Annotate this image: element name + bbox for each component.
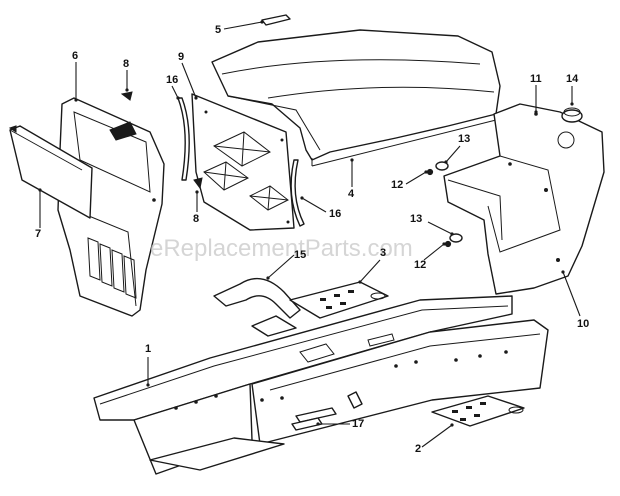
- callout-label: 2: [415, 443, 421, 455]
- part-12-nuts: [426, 168, 452, 248]
- callout-label: 13: [458, 133, 470, 145]
- callout-leader-tip: [444, 160, 448, 164]
- callout-leader-tip: [350, 158, 354, 162]
- callout-c13a: 13: [444, 133, 470, 164]
- callout-c12b: 12: [414, 242, 446, 271]
- callout-leader-tip: [570, 102, 574, 106]
- callout-label: 8: [123, 58, 129, 70]
- callout-c5: 5: [215, 20, 264, 36]
- callout-c7: 7: [35, 188, 42, 240]
- part-13-bushings: [435, 161, 463, 243]
- callout-leader-tip: [38, 188, 42, 192]
- part-14-cap: [561, 107, 583, 123]
- callout-leader-tip: [194, 96, 198, 100]
- callout-c16b: 16: [300, 196, 341, 220]
- callout-label: 9: [178, 51, 184, 63]
- callout-label: 7: [35, 228, 41, 240]
- callout-label: 13: [410, 213, 422, 225]
- callout-leader: [405, 171, 427, 185]
- callout-leader-tip: [442, 242, 446, 246]
- callout-c13b: 13: [410, 213, 454, 236]
- callout-c14: 14: [566, 73, 579, 106]
- part-2-hinge-plate: [431, 395, 525, 427]
- part-7-side-panel: [8, 125, 93, 219]
- part-5-emblem: [261, 14, 291, 26]
- callout-leader-tip: [74, 98, 78, 102]
- callout-c11: 11: [530, 73, 542, 114]
- callout-leader-tip: [195, 190, 199, 194]
- callout-leader-tip: [260, 20, 264, 24]
- callout-leader-tip: [358, 280, 362, 284]
- callout-label: 12: [414, 259, 426, 271]
- callout-label: 17: [352, 418, 364, 430]
- callout-label: 12: [391, 179, 403, 191]
- callout-c1: 1: [145, 343, 151, 387]
- callout-leader-tip: [125, 88, 129, 92]
- part-8-clips: [120, 91, 203, 190]
- callout-leader: [301, 197, 327, 213]
- callout-c2: 2: [415, 423, 454, 455]
- callout-c16a: 16: [166, 74, 180, 100]
- callout-c3: 3: [358, 247, 386, 284]
- part-16-tubes: [177, 97, 305, 227]
- callout-label: 16: [166, 74, 178, 86]
- callout-label: 16: [329, 208, 341, 220]
- callout-label: 1: [145, 343, 151, 355]
- part-9-grille: [191, 93, 295, 231]
- callout-leader: [267, 254, 295, 279]
- callout-label: 3: [380, 247, 386, 259]
- callout-c4: 4: [348, 158, 355, 200]
- callout-c10: 10: [561, 270, 589, 330]
- callout-c9: 9: [178, 51, 198, 100]
- callout-leader: [445, 145, 461, 163]
- callout-leader: [223, 21, 263, 30]
- watermark: eReplacementParts.com: [150, 235, 413, 262]
- part-15-strap: [213, 277, 301, 337]
- callout-leader: [423, 243, 445, 261]
- callout-leader: [562, 271, 581, 317]
- part-3-hinge-plate: [289, 281, 389, 319]
- callout-leader-tip: [316, 422, 320, 426]
- callout-c17: 17: [316, 418, 364, 430]
- callout-label: 14: [566, 73, 579, 85]
- callout-leader: [181, 62, 197, 99]
- callout-leader-tip: [176, 96, 180, 100]
- callout-label: 8: [193, 213, 199, 225]
- callout-leader: [427, 221, 453, 235]
- callout-label: 5: [215, 24, 221, 36]
- callout-label: 11: [530, 73, 542, 85]
- part-6-dash-panel: [57, 97, 165, 317]
- callout-label: 10: [577, 318, 589, 330]
- callout-c8b: 8: [193, 190, 199, 225]
- callout-leader-tip: [146, 383, 150, 387]
- callout-leader-tip: [266, 276, 270, 280]
- callout-leader: [171, 85, 179, 99]
- callout-c8a: 8: [123, 58, 129, 92]
- callout-leader: [359, 259, 381, 283]
- callout-label: 6: [72, 50, 78, 62]
- callout-leader-tip: [561, 270, 565, 274]
- part-1-frame: [93, 295, 549, 475]
- callout-c12a: 12: [391, 170, 428, 191]
- callout-leader-tip: [450, 232, 454, 236]
- callout-c15: 15: [266, 249, 306, 280]
- callout-leader-tip: [424, 170, 428, 174]
- callout-label: 4: [348, 188, 355, 200]
- callout-leader-tip: [534, 110, 538, 114]
- callout-c6: 6: [72, 50, 78, 102]
- callout-label: 15: [294, 249, 306, 261]
- part-4-hood: [211, 29, 501, 167]
- callout-leader-tip: [300, 196, 304, 200]
- callout-leader-tip: [450, 423, 454, 427]
- callout-leader: [421, 424, 453, 448]
